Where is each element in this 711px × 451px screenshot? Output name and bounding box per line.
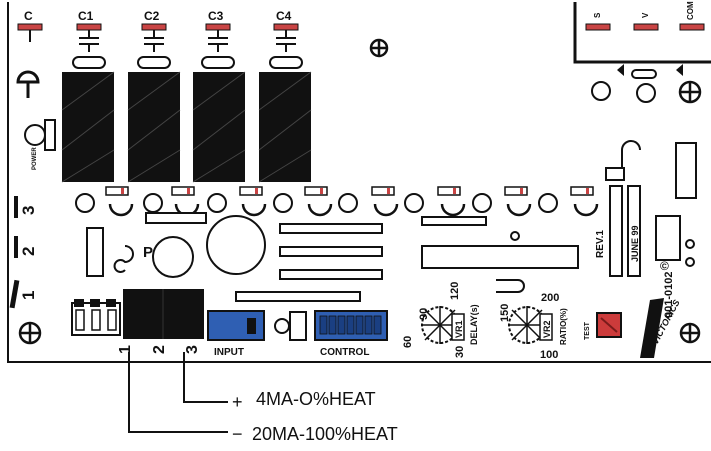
top-right-terminals: S V COM [585,1,705,103]
control-label: CONTROL [320,347,369,358]
part-number: 001-0102 [663,272,675,319]
screw-terminal-block: 1 2 3 [71,289,204,354]
date-label: JUNE 99 [630,225,640,262]
test-label: TEST [584,321,591,340]
vr2-scale-100: 100 [540,349,558,361]
terminal-c1 [76,23,102,31]
callout-wires [128,352,228,433]
relays [61,71,312,183]
screw-number-3: 3 [184,345,201,354]
terminal-c [17,23,43,31]
vr1-scale-60: 60 [402,336,414,348]
vr2-name: VR2 [542,320,552,338]
test-button: TEST [584,312,622,340]
terminal-c2 [141,23,167,31]
terminal-c4 [273,23,299,31]
vr2-scale-200: 200 [541,292,559,304]
left-edge-marks: POWER 3 2 1 [9,70,56,309]
pot-vr2: VR2 150 200 100 RATIO(%) [499,292,568,361]
terminal-label-c2: C2 [144,9,160,23]
terminal-label-v: V [641,12,650,18]
vr1-scale-30: 30 [454,346,466,358]
terminal-c3 [205,23,231,31]
terminal-label-c: C [24,9,33,23]
terminal-label-c3: C3 [208,9,224,23]
top-terminals: C C1 C2 C3 C4 [17,9,303,69]
callout-minus-sign: − [232,424,243,444]
rev-label: REV.1 [595,230,606,258]
control-switch: CONTROL [314,310,388,358]
screw-number-1: 1 [117,345,134,354]
terminal-label-com: COM [686,1,695,20]
large-components [152,215,520,278]
connector-jack [274,311,307,341]
vr2-label: RATIO(%) [559,308,568,345]
callout-plus-sign: + [232,392,243,412]
board-outline [7,2,711,363]
callout-20ma-text: 20MA-100%HEAT [252,424,398,444]
side-number-2: 2 [19,247,38,256]
side-number-3: 3 [19,206,38,215]
component-strips [86,212,579,302]
callout-4ma-text: 4MA-O%HEAT [256,389,376,409]
side-number-1: 1 [19,291,38,300]
p-label: P [143,244,153,261]
power-label: POWER [32,147,38,170]
vr1-scale-120: 120 [449,282,461,300]
mounting-holes [18,38,702,345]
vr2-scale-150: 150 [499,304,511,322]
pot-vr1: VR1 60 90 120 30 DELAY(s) [402,282,479,358]
screw-number-2: 2 [151,345,168,354]
vr1-name: VR1 [454,320,464,338]
terminal-label-c1: C1 [78,9,94,23]
led-row [75,186,599,217]
rev-strips [605,142,697,277]
copyright-mark: © [660,259,669,273]
input-switch: INPUT [207,310,265,358]
terminal-label-c4: C4 [276,9,292,23]
terminal-label-s: S [593,12,602,18]
vr1-scale-90: 90 [418,308,430,320]
vr1-label: DELAY(s) [469,304,479,345]
input-label: INPUT [214,347,244,358]
